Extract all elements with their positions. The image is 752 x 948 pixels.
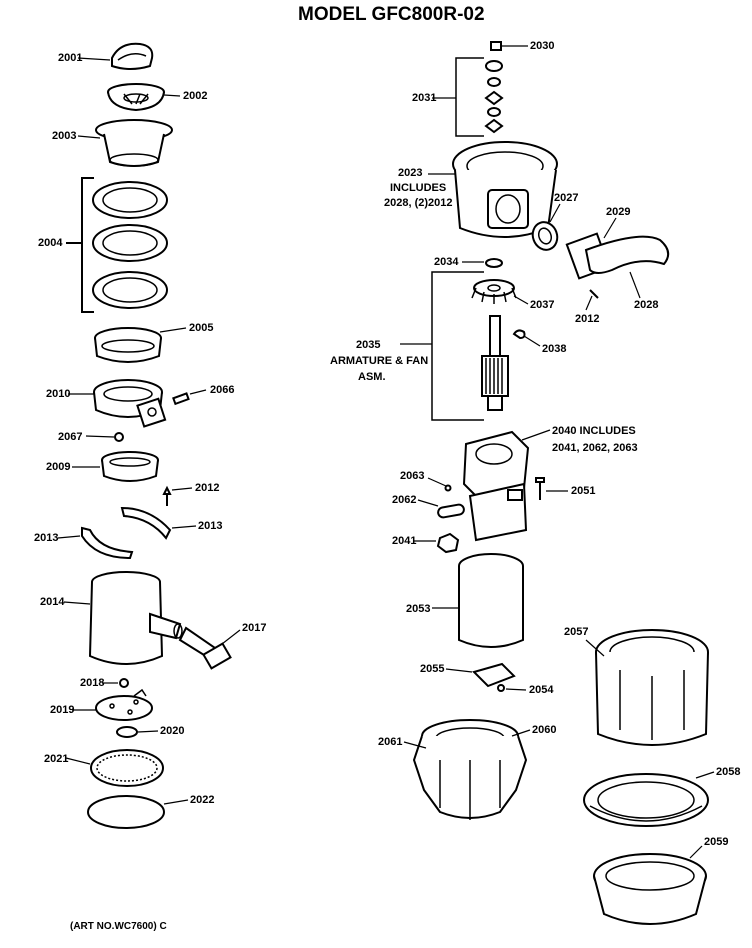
part-2040-stator-assembly: [462, 430, 530, 542]
part-2004-gaskets: [92, 181, 168, 309]
part-2003-sink-flange: [95, 119, 173, 167]
label-2034: 2034: [434, 256, 459, 268]
label-2023-list: 2028, (2)2012: [384, 197, 453, 209]
part-2030-cap: [490, 41, 502, 51]
label-2010: 2010: [46, 388, 70, 400]
label-2035-desc2: ASM.: [358, 371, 386, 383]
label-2067: 2067: [58, 431, 82, 443]
label-2040: 2040 INCLUDES: [552, 425, 636, 437]
label-2001: 2001: [58, 52, 82, 64]
label-2013-left: 2013: [34, 532, 58, 544]
label-2057: 2057: [564, 626, 588, 638]
label-2060: 2060: [532, 724, 556, 736]
part-2001-stopper: [111, 42, 154, 70]
label-2027: 2027: [554, 192, 578, 204]
part-2013-strip-right: [120, 506, 172, 540]
label-2031: 2031: [412, 92, 436, 104]
label-2058: 2058: [716, 766, 740, 778]
part-2063-terminal: [444, 484, 452, 492]
part-2002-splash-guard: [107, 83, 165, 112]
label-2012-left: 2012: [195, 482, 219, 494]
part-2010-mounting-ring: [93, 379, 167, 428]
part-2012-screw-left: [162, 485, 172, 506]
part-2034-washer: [485, 258, 503, 268]
part-2058-bottom-ring: [583, 773, 709, 827]
part-2059-bottom-shield: [593, 853, 707, 925]
part-2009-ring: [101, 451, 159, 482]
label-2023: 2023: [398, 167, 422, 179]
label-2035-desc1: ARMATURE & FAN: [330, 355, 428, 367]
label-2002: 2002: [183, 90, 207, 102]
label-2055: 2055: [420, 663, 444, 675]
part-2067-clip: [114, 432, 124, 442]
label-2022: 2022: [190, 794, 214, 806]
label-2012-right: 2012: [575, 313, 599, 325]
label-2041: 2041: [392, 535, 416, 547]
part-2057-cover: [595, 629, 709, 746]
part-2019-flywheel-plate: [95, 688, 153, 721]
part-2055-pad: [472, 662, 516, 688]
label-2004: 2004: [38, 237, 63, 249]
part-2053-shell: [458, 553, 524, 648]
part-2021-shredder-ring: [90, 749, 164, 787]
label-2014: 2014: [40, 596, 65, 608]
label-2005: 2005: [189, 322, 213, 334]
part-2027-gasket: [531, 221, 559, 251]
label-2051: 2051: [571, 485, 595, 497]
part-2051-bolt: [535, 477, 545, 500]
part-2028-discharge-tube: [565, 232, 670, 280]
label-2054: 2054: [529, 684, 554, 696]
part-2062-switch: [437, 503, 465, 519]
part-2054-screw: [497, 684, 505, 692]
label-2063: 2063: [400, 470, 424, 482]
label-2062: 2062: [392, 494, 416, 506]
label-2030: 2030: [530, 40, 554, 52]
label-2020: 2020: [160, 725, 184, 737]
part-2037-fan: [471, 279, 517, 304]
label-2035: 2035: [356, 339, 380, 351]
part-2014-hopper: [88, 571, 183, 665]
label-2028: 2028: [634, 299, 658, 311]
part-2041-nut: [436, 532, 460, 554]
part-2031-bearing-stack: [484, 60, 504, 134]
art-number: (ART NO.WC7600) C: [70, 921, 167, 932]
label-2021: 2021: [44, 753, 68, 765]
part-2005-support-ring: [94, 327, 162, 363]
label-2038: 2038: [542, 343, 566, 355]
label-2023-includes: INCLUDES: [390, 182, 446, 194]
part-2012-screw-right: [589, 289, 599, 299]
part-2013-strip-left: [81, 526, 134, 560]
label-2061: 2061: [378, 736, 402, 748]
label-2037: 2037: [530, 299, 554, 311]
label-2013-right: 2013: [198, 520, 222, 532]
part-2017-inlet-pipe: [178, 626, 232, 670]
label-2029: 2029: [606, 206, 630, 218]
label-2017: 2017: [242, 622, 266, 634]
part-2038-clip: [512, 329, 526, 340]
diagram-title: MODEL GFC800R-02: [298, 4, 485, 25]
label-2059: 2059: [704, 836, 728, 848]
part-2022-gasket: [87, 795, 165, 829]
label-2018: 2018: [80, 677, 104, 689]
label-2003: 2003: [52, 130, 76, 142]
part-2066-screw: [172, 392, 190, 406]
part-2020-hub: [116, 726, 138, 738]
label-2066: 2066: [210, 384, 234, 396]
label-2053: 2053: [406, 603, 430, 615]
label-2040-list: 2041, 2062, 2063: [552, 442, 638, 454]
part-2035-armature: [481, 315, 509, 411]
part-2060-sound-insulator: [412, 719, 528, 820]
label-2009: 2009: [46, 461, 70, 473]
part-2018-fastener: [119, 678, 129, 688]
label-2019: 2019: [50, 704, 74, 716]
